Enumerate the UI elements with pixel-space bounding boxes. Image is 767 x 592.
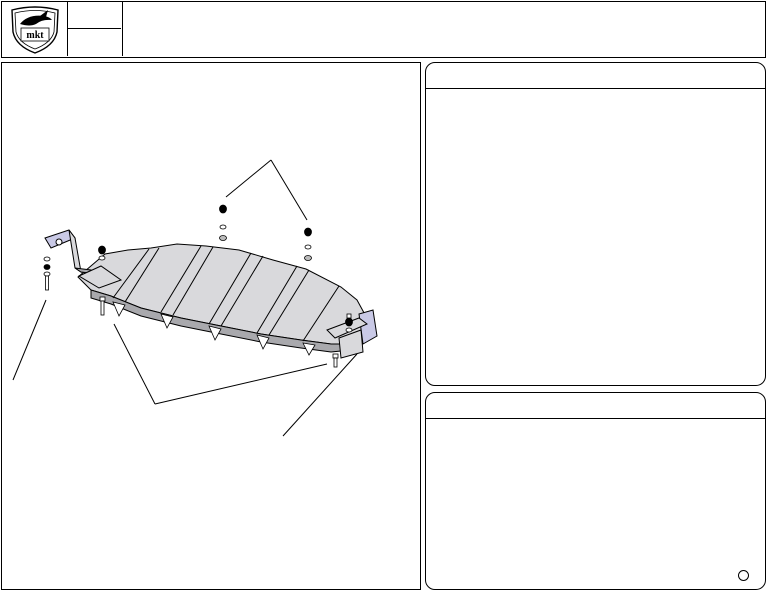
instructions-panel bbox=[425, 62, 766, 386]
parts-list-panel bbox=[425, 392, 766, 590]
page-marker-circle-icon bbox=[738, 570, 749, 581]
instructions-panel-header bbox=[426, 63, 765, 89]
document-code-bottom bbox=[68, 29, 121, 55]
parts-list-panel-header bbox=[426, 393, 765, 419]
title-block-header: mkt bbox=[1, 1, 766, 58]
document-title bbox=[124, 2, 764, 56]
document-code-cell bbox=[68, 2, 123, 56]
document-code-top bbox=[68, 2, 121, 29]
svg-text:mkt: mkt bbox=[26, 30, 44, 41]
logo-cell: mkt bbox=[2, 2, 68, 56]
skid-plate-assembly-diagram-icon bbox=[12, 159, 378, 437]
assembly-drawing-panel bbox=[1, 62, 421, 590]
shield-crest-logo-icon: mkt bbox=[11, 6, 59, 54]
